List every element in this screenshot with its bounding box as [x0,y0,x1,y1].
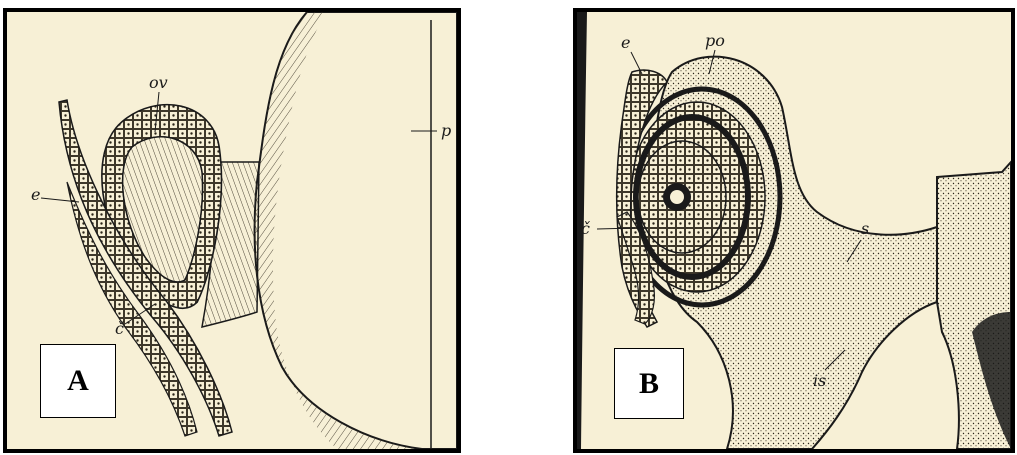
panel-b-badge: B [614,348,684,419]
label-is: is [813,371,826,390]
label-c: č [581,219,590,238]
lens-core [670,190,684,204]
label-e: e [31,185,40,204]
label-c: č [115,319,124,338]
panel-a: ov e č p A [3,8,461,453]
panel-b: po e č s is B [573,8,1015,453]
label-p: p [441,121,451,140]
label-s: s [861,219,869,238]
label-ov: ov [149,73,168,92]
label-e: e [621,33,630,52]
label-po: po [705,31,725,50]
panel-a-badge: A [40,344,116,418]
